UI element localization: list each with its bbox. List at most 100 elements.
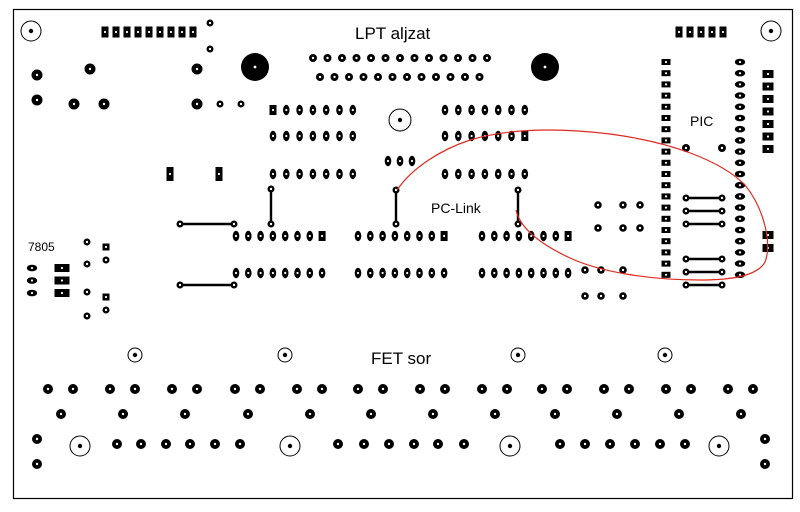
- pad-hole: [296, 271, 299, 275]
- pad-hole: [621, 226, 625, 230]
- pad-hole: [269, 187, 273, 191]
- pad-hole: [540, 387, 544, 391]
- pad-hole: [553, 412, 557, 416]
- pad-hole: [720, 257, 724, 261]
- pad-hole: [505, 271, 508, 275]
- pad-hole: [369, 271, 372, 275]
- pad-hole: [738, 195, 742, 198]
- pad-hole: [664, 105, 668, 108]
- pad-hole: [470, 172, 473, 176]
- pad-hole: [664, 206, 668, 209]
- pad-hole: [554, 271, 557, 275]
- pad-hole: [738, 217, 742, 220]
- fet-row-label: FET sor: [371, 349, 431, 368]
- pad-hole: [738, 116, 742, 120]
- pad-hole: [456, 56, 460, 60]
- pad-hole: [478, 75, 481, 79]
- pad-hole: [296, 234, 299, 238]
- pad-hole: [567, 234, 570, 238]
- pad-hole: [664, 387, 668, 391]
- pad-hole: [232, 283, 236, 287]
- pad-hole: [338, 134, 341, 138]
- pad-hole: [178, 283, 182, 287]
- pad-hole: [412, 442, 416, 446]
- pad-hole: [443, 234, 446, 238]
- pad-hole: [684, 270, 688, 274]
- pad-hole: [393, 271, 396, 275]
- pad-hole: [442, 56, 445, 60]
- pad-hole: [720, 146, 724, 150]
- pad-hole: [443, 387, 447, 391]
- pad-hole: [355, 56, 358, 60]
- pad-hole: [325, 134, 328, 138]
- pad-hole: [483, 108, 486, 112]
- pad-hole: [218, 102, 222, 106]
- pad-hole: [664, 116, 668, 120]
- pad-hole: [664, 251, 668, 254]
- pad-hole: [356, 271, 360, 275]
- pad-hole: [493, 412, 497, 416]
- pad-hole: [398, 56, 402, 60]
- pad-hole: [351, 108, 354, 112]
- pad-hole: [30, 266, 34, 270]
- pad-hole: [738, 60, 742, 64]
- pad-hole: [684, 222, 688, 226]
- pad-hole: [658, 442, 662, 446]
- pad-hole: [85, 314, 89, 318]
- pad-hole: [684, 283, 688, 287]
- mounting-ring: [388, 108, 412, 132]
- pad-hole: [751, 387, 755, 391]
- pad-hole: [195, 387, 199, 391]
- pad-hole: [664, 217, 668, 220]
- pad-hole: [462, 442, 466, 446]
- pad-hole: [738, 94, 742, 97]
- pad-hole: [285, 134, 288, 138]
- pad-hole: [602, 387, 606, 391]
- pad-hole: [234, 234, 238, 238]
- mounting-ring: [127, 347, 143, 363]
- pad-hole: [298, 108, 301, 112]
- pad-hole: [683, 442, 687, 446]
- pad-hole: [170, 387, 174, 391]
- pad-hole: [311, 56, 315, 60]
- pad-hole: [258, 387, 262, 391]
- pad-hole: [457, 108, 460, 112]
- pad-hole: [443, 271, 446, 275]
- pad-hole: [169, 30, 173, 34]
- pad-hole: [470, 108, 473, 112]
- pad-hole: [542, 234, 545, 238]
- pad-hole: [463, 75, 467, 79]
- pad-hole: [608, 442, 612, 446]
- pad-hole: [298, 134, 301, 138]
- pad-hole: [147, 30, 151, 34]
- annotation-loop: [396, 129, 769, 281]
- pad-hole: [434, 75, 438, 79]
- pad-hole: [158, 30, 162, 34]
- pad-hole: [720, 283, 724, 287]
- pad-hole: [436, 442, 440, 446]
- pad-hole: [271, 108, 275, 112]
- pad-hole: [239, 102, 243, 106]
- mounting-hole: [282, 352, 288, 358]
- pad-hole: [517, 271, 521, 275]
- pad-hole: [638, 226, 642, 230]
- pad-hole: [497, 134, 500, 138]
- pad-hole: [284, 234, 287, 238]
- pad-hole: [259, 271, 262, 275]
- pad-hole: [46, 387, 50, 391]
- pad-hole: [510, 172, 513, 176]
- pad-hole: [738, 161, 742, 164]
- mounting-hole: [132, 352, 138, 358]
- pad-hole: [738, 139, 742, 142]
- pad-hole: [720, 222, 724, 226]
- mounting-ring: [510, 347, 526, 363]
- pad-hole: [104, 295, 108, 299]
- pad-hole: [677, 412, 681, 416]
- pad-hole: [530, 271, 533, 275]
- pad-hole: [505, 387, 509, 391]
- pad-hole: [505, 234, 508, 238]
- pad-hole: [738, 83, 742, 86]
- pad-hole: [347, 75, 351, 79]
- pad-hole: [583, 268, 587, 272]
